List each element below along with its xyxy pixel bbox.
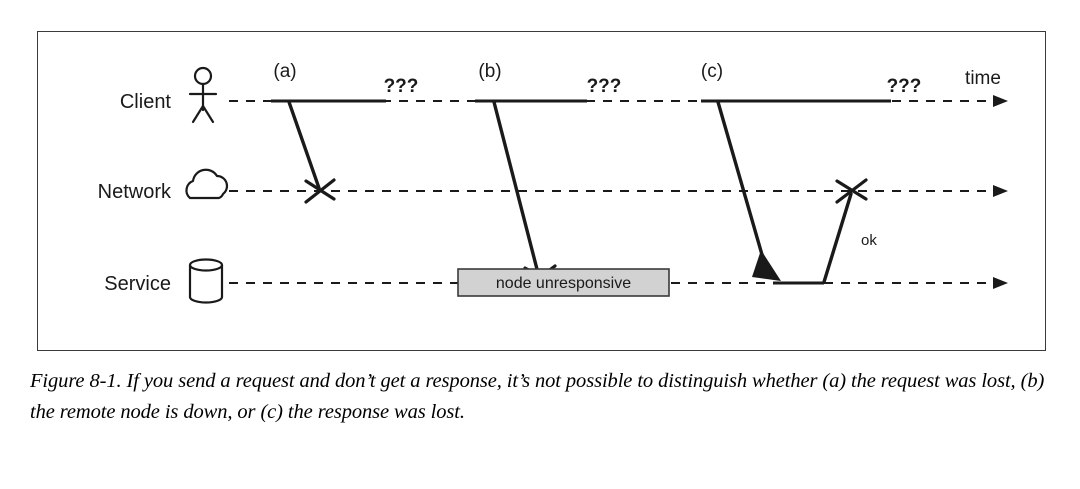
cloud-icon <box>185 168 229 200</box>
scenario-a: (a) ??? <box>271 61 419 204</box>
lane-client: Client time <box>120 66 1008 124</box>
lifeline-arrowhead-network <box>993 185 1008 197</box>
lifeline-arrowhead-client <box>993 95 1008 107</box>
node-unresponsive-annotation: node unresponsive <box>457 268 670 297</box>
lane-label-service: Service <box>104 273 171 295</box>
scenario-label-a: (a) <box>273 61 296 82</box>
scenario-label-c: (c) <box>701 61 723 82</box>
lane-label-client: Client <box>120 91 172 113</box>
unknown-marker-b: ??? <box>587 76 622 97</box>
database-cylinder-icon <box>188 258 224 304</box>
lifeline-arrowhead-service <box>993 277 1008 289</box>
unknown-marker-c: ??? <box>887 76 922 97</box>
unknown-marker-a: ??? <box>384 76 419 97</box>
lane-label-network: Network <box>98 181 172 203</box>
lost-x-mark-c <box>835 178 868 204</box>
time-axis-label: time <box>965 68 1001 89</box>
figure-frame: Client time Network <box>37 31 1046 351</box>
stick-figure-icon <box>188 66 218 124</box>
response-ok-label: ok <box>861 232 877 249</box>
sequence-diagram: Client time Network <box>98 61 1008 304</box>
node-unresponsive-label: node unresponsive <box>496 275 631 292</box>
request-arrow-c <box>716 100 769 274</box>
node-unresponsive-box <box>457 268 670 297</box>
scenario-c: (c) ok ??? <box>701 61 922 285</box>
request-arrow-a <box>287 100 321 190</box>
scenario-b: (b) ??? <box>475 61 622 290</box>
figure-caption: Figure 8-1. If you send a request and do… <box>30 370 1045 423</box>
response-arrow-c <box>822 192 853 284</box>
lost-x-mark-a <box>304 178 336 204</box>
scenario-label-b: (b) <box>478 61 501 82</box>
request-arrowhead-c <box>752 250 781 281</box>
lane-network: Network <box>98 168 1008 203</box>
